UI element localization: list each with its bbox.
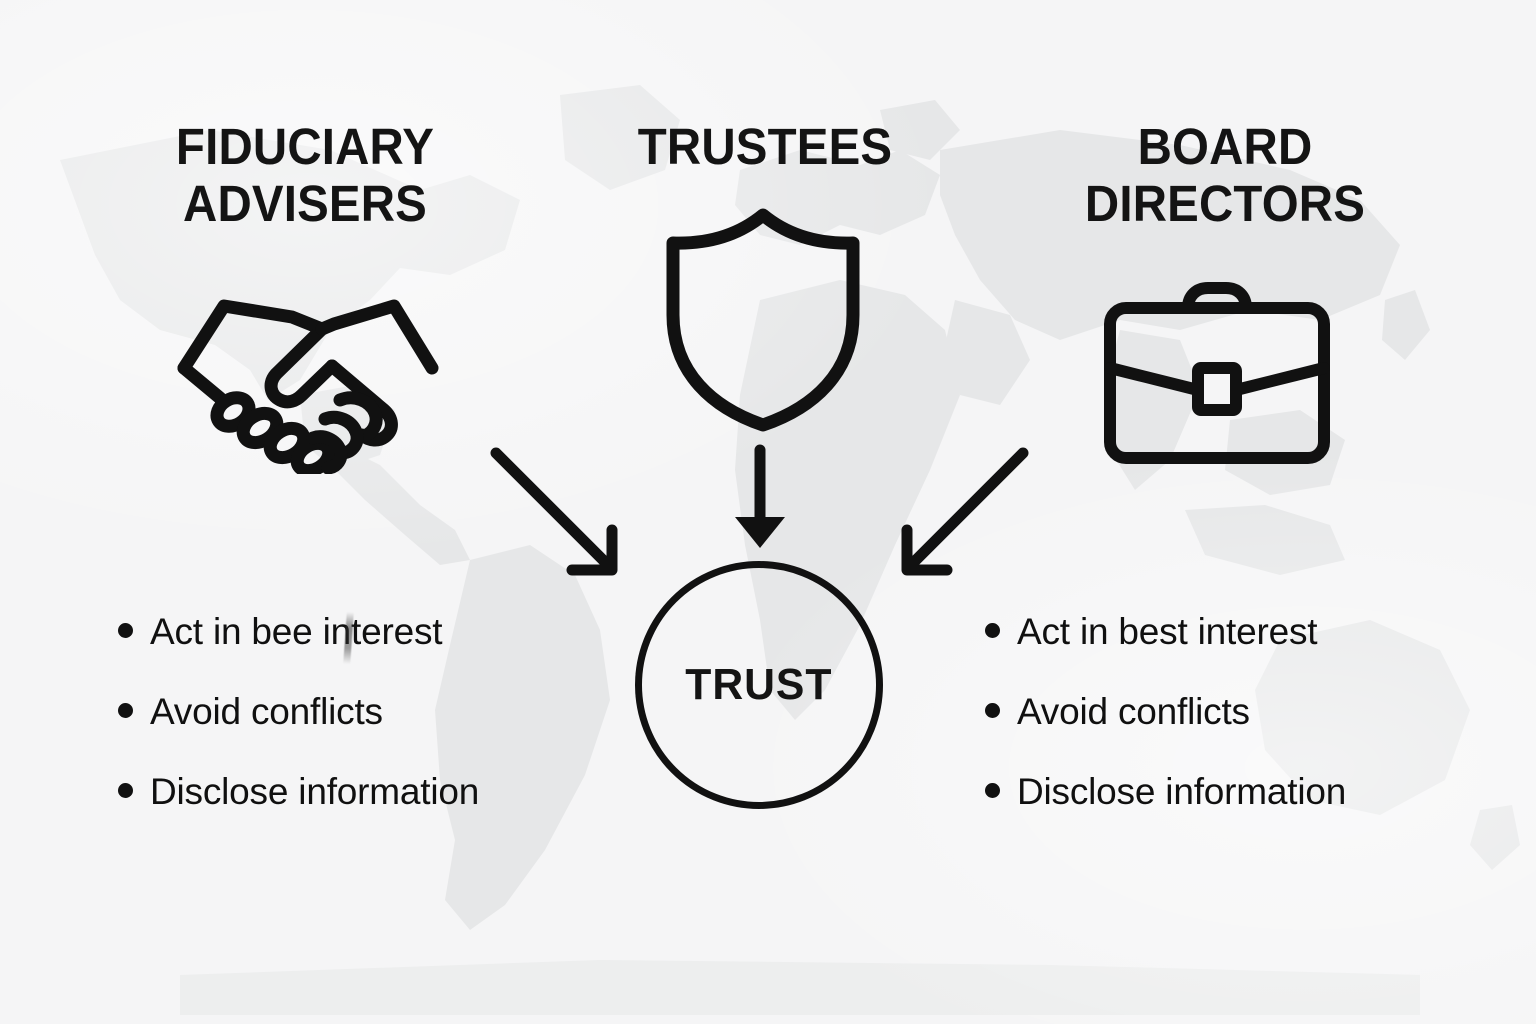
list-item-label: Act in best interest: [1017, 611, 1318, 652]
bullet-dot-icon: [985, 783, 1000, 798]
bullet-dot-icon: [985, 703, 1000, 718]
shield-icon: [666, 208, 860, 432]
bullet-list-board-directors: Act in best interest Avoid conflicts Dis…: [985, 612, 1485, 852]
bullet-dot-icon: [118, 623, 133, 638]
list-item-label: Avoid conflicts: [150, 691, 383, 732]
list-item: Avoid conflicts: [985, 692, 1485, 772]
list-item: Act in best interest: [985, 612, 1485, 692]
column-heading-trustees: TRUSTEES: [637, 118, 893, 175]
list-item-label: Act in bee interest: [150, 611, 443, 652]
list-item-label: Disclose information: [150, 771, 480, 812]
bullet-dot-icon: [985, 623, 1000, 638]
list-item: Disclose information: [118, 772, 618, 852]
list-item: Avoid conflicts: [118, 692, 618, 772]
column-heading-fiduciary-advisers: FIDUCIARY ADVISERS: [175, 118, 435, 232]
arrow-left-to-trust: [490, 447, 618, 576]
arrow-center-to-trust: [735, 444, 785, 548]
list-item-label: Disclose information: [1017, 771, 1347, 812]
trust-label: TRUST: [685, 660, 833, 709]
list-item: Act in bee interest: [118, 612, 618, 692]
bullet-dot-icon: [118, 783, 133, 798]
column-heading-board-directors: BOARD DIRECTORS: [1084, 118, 1366, 232]
bullet-list-fiduciary-advisers: Act in bee interest Avoid conflicts Disc…: [118, 612, 618, 852]
trust-circle: TRUST: [635, 561, 883, 809]
list-item: Disclose information: [985, 772, 1485, 852]
bullet-dot-icon: [118, 703, 133, 718]
arrow-right-to-trust: [901, 447, 1029, 576]
list-item-label: Avoid conflicts: [1017, 691, 1250, 732]
